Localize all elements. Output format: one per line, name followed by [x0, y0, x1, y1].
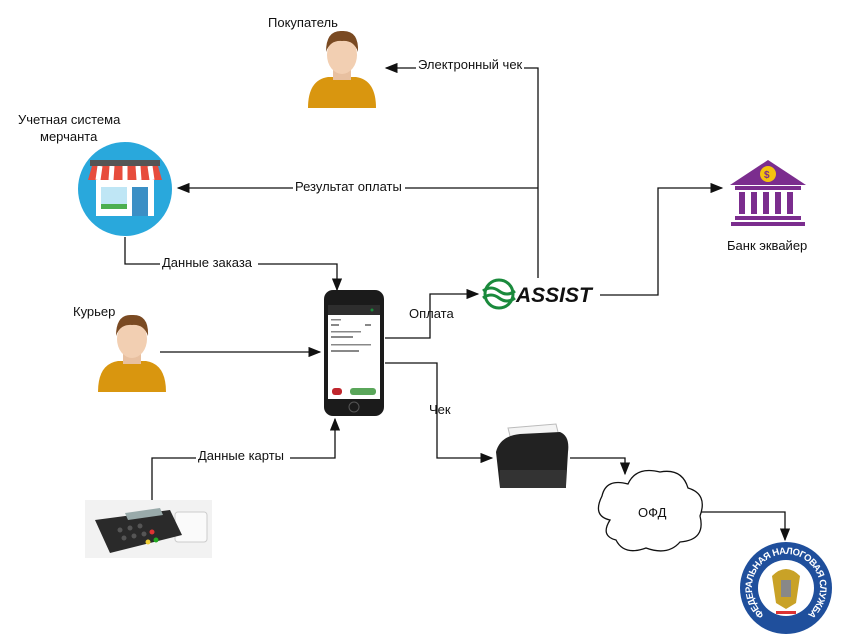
- store-icon: [78, 142, 172, 236]
- edge-bank: [600, 182, 724, 296]
- receipt-printer-icon: [496, 423, 569, 488]
- ofd-cloud: [597, 469, 703, 552]
- edge-payment: [385, 288, 480, 339]
- assist-logo: ASSIST: [482, 278, 594, 310]
- edge-ofd-tax: [696, 511, 791, 542]
- bank-label: Банк эквайер: [727, 238, 807, 253]
- buyer-label: Покупатель: [268, 15, 338, 30]
- tax-service-emblem: ФЕДЕРАЛЬНАЯ НАЛОГОВАЯ СЛУЖБА: [740, 542, 832, 634]
- bank-icon: $: [730, 160, 806, 226]
- edge-printer-ofd: [570, 457, 631, 476]
- label-card-data: Данные карты: [198, 448, 284, 463]
- ofd-label: ОФД: [638, 505, 667, 520]
- merchant-label-line1: Учетная система: [18, 112, 121, 127]
- phone-ok-button: [350, 388, 376, 395]
- svg-text:ASSIST: ASSIST: [515, 284, 594, 307]
- courier-smartphone: [324, 290, 384, 416]
- courier-label: Курьер: [73, 304, 115, 319]
- merchant-label-line2: мерчанта: [40, 129, 98, 144]
- courier-person-icon: [98, 314, 166, 392]
- label-order-data: Данные заказа: [162, 255, 253, 270]
- phone-cancel-button: [332, 388, 342, 395]
- edge-receipt-email: [384, 62, 539, 278]
- label-payment-result: Результат оплаты: [295, 179, 402, 194]
- label-receipt-email: Электронный чек: [418, 57, 523, 72]
- svg-text:$: $: [764, 170, 770, 181]
- label-payment: Оплата: [409, 306, 454, 321]
- buyer-person-icon: [308, 30, 376, 108]
- card-reader-image: [85, 500, 212, 558]
- label-receipt: Чек: [429, 402, 451, 417]
- edge-receipt: [385, 362, 494, 464]
